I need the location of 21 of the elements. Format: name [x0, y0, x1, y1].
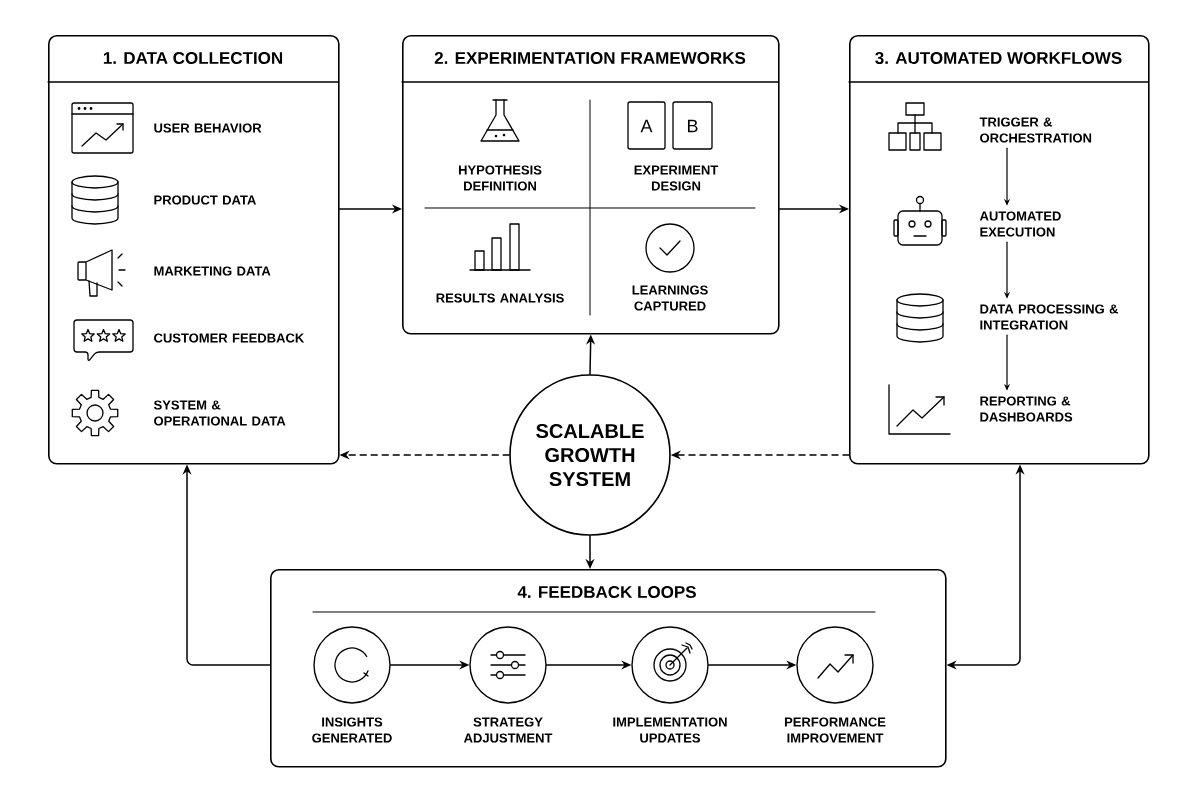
step-label: PERFORMANCE IMPROVEMENT [784, 717, 886, 743]
item-label: PRODUCT DATA [154, 195, 256, 205]
item-label: LEARNINGS CAPTURED [632, 285, 708, 311]
step-label: REPORTING & DASHBOARDS [980, 396, 1073, 422]
step-label: AUTOMATED EXECUTION [979, 211, 1061, 237]
step-label: IMPLEMENTATION UPDATES [613, 717, 727, 743]
item-label: RESULTS ANALYSIS [436, 293, 564, 303]
item-label: HYPOTHESIS DEFINITION [458, 165, 542, 191]
step-label: INSIGHTS GENERATED [312, 717, 392, 743]
step-label: DATA PROCESSING & INTEGRATION [980, 304, 1119, 330]
step-label: STRATEGY ADJUSTMENT [463, 717, 553, 743]
item-label: USER BEHAVIOR [154, 123, 262, 133]
panel-heading: 4. FEEDBACK LOOPS [517, 586, 696, 598]
item-label: MARKETING DATA [154, 266, 271, 276]
panel-heading: 1. DATA COLLECTION [103, 52, 283, 64]
item-label: CUSTOMER FEEDBACK [154, 333, 305, 343]
panel-heading: 2. EXPERIMENTATION FRAMEWORKS [434, 52, 746, 64]
panel-heading: 3. AUTOMATED WORKFLOWS [875, 51, 1122, 65]
item-label: EXPERIMENT DESIGN [634, 165, 719, 191]
item-label: SYSTEM & OPERATIONAL DATA [153, 400, 286, 426]
step-label: TRIGGER & ORCHESTRATION [979, 117, 1092, 143]
